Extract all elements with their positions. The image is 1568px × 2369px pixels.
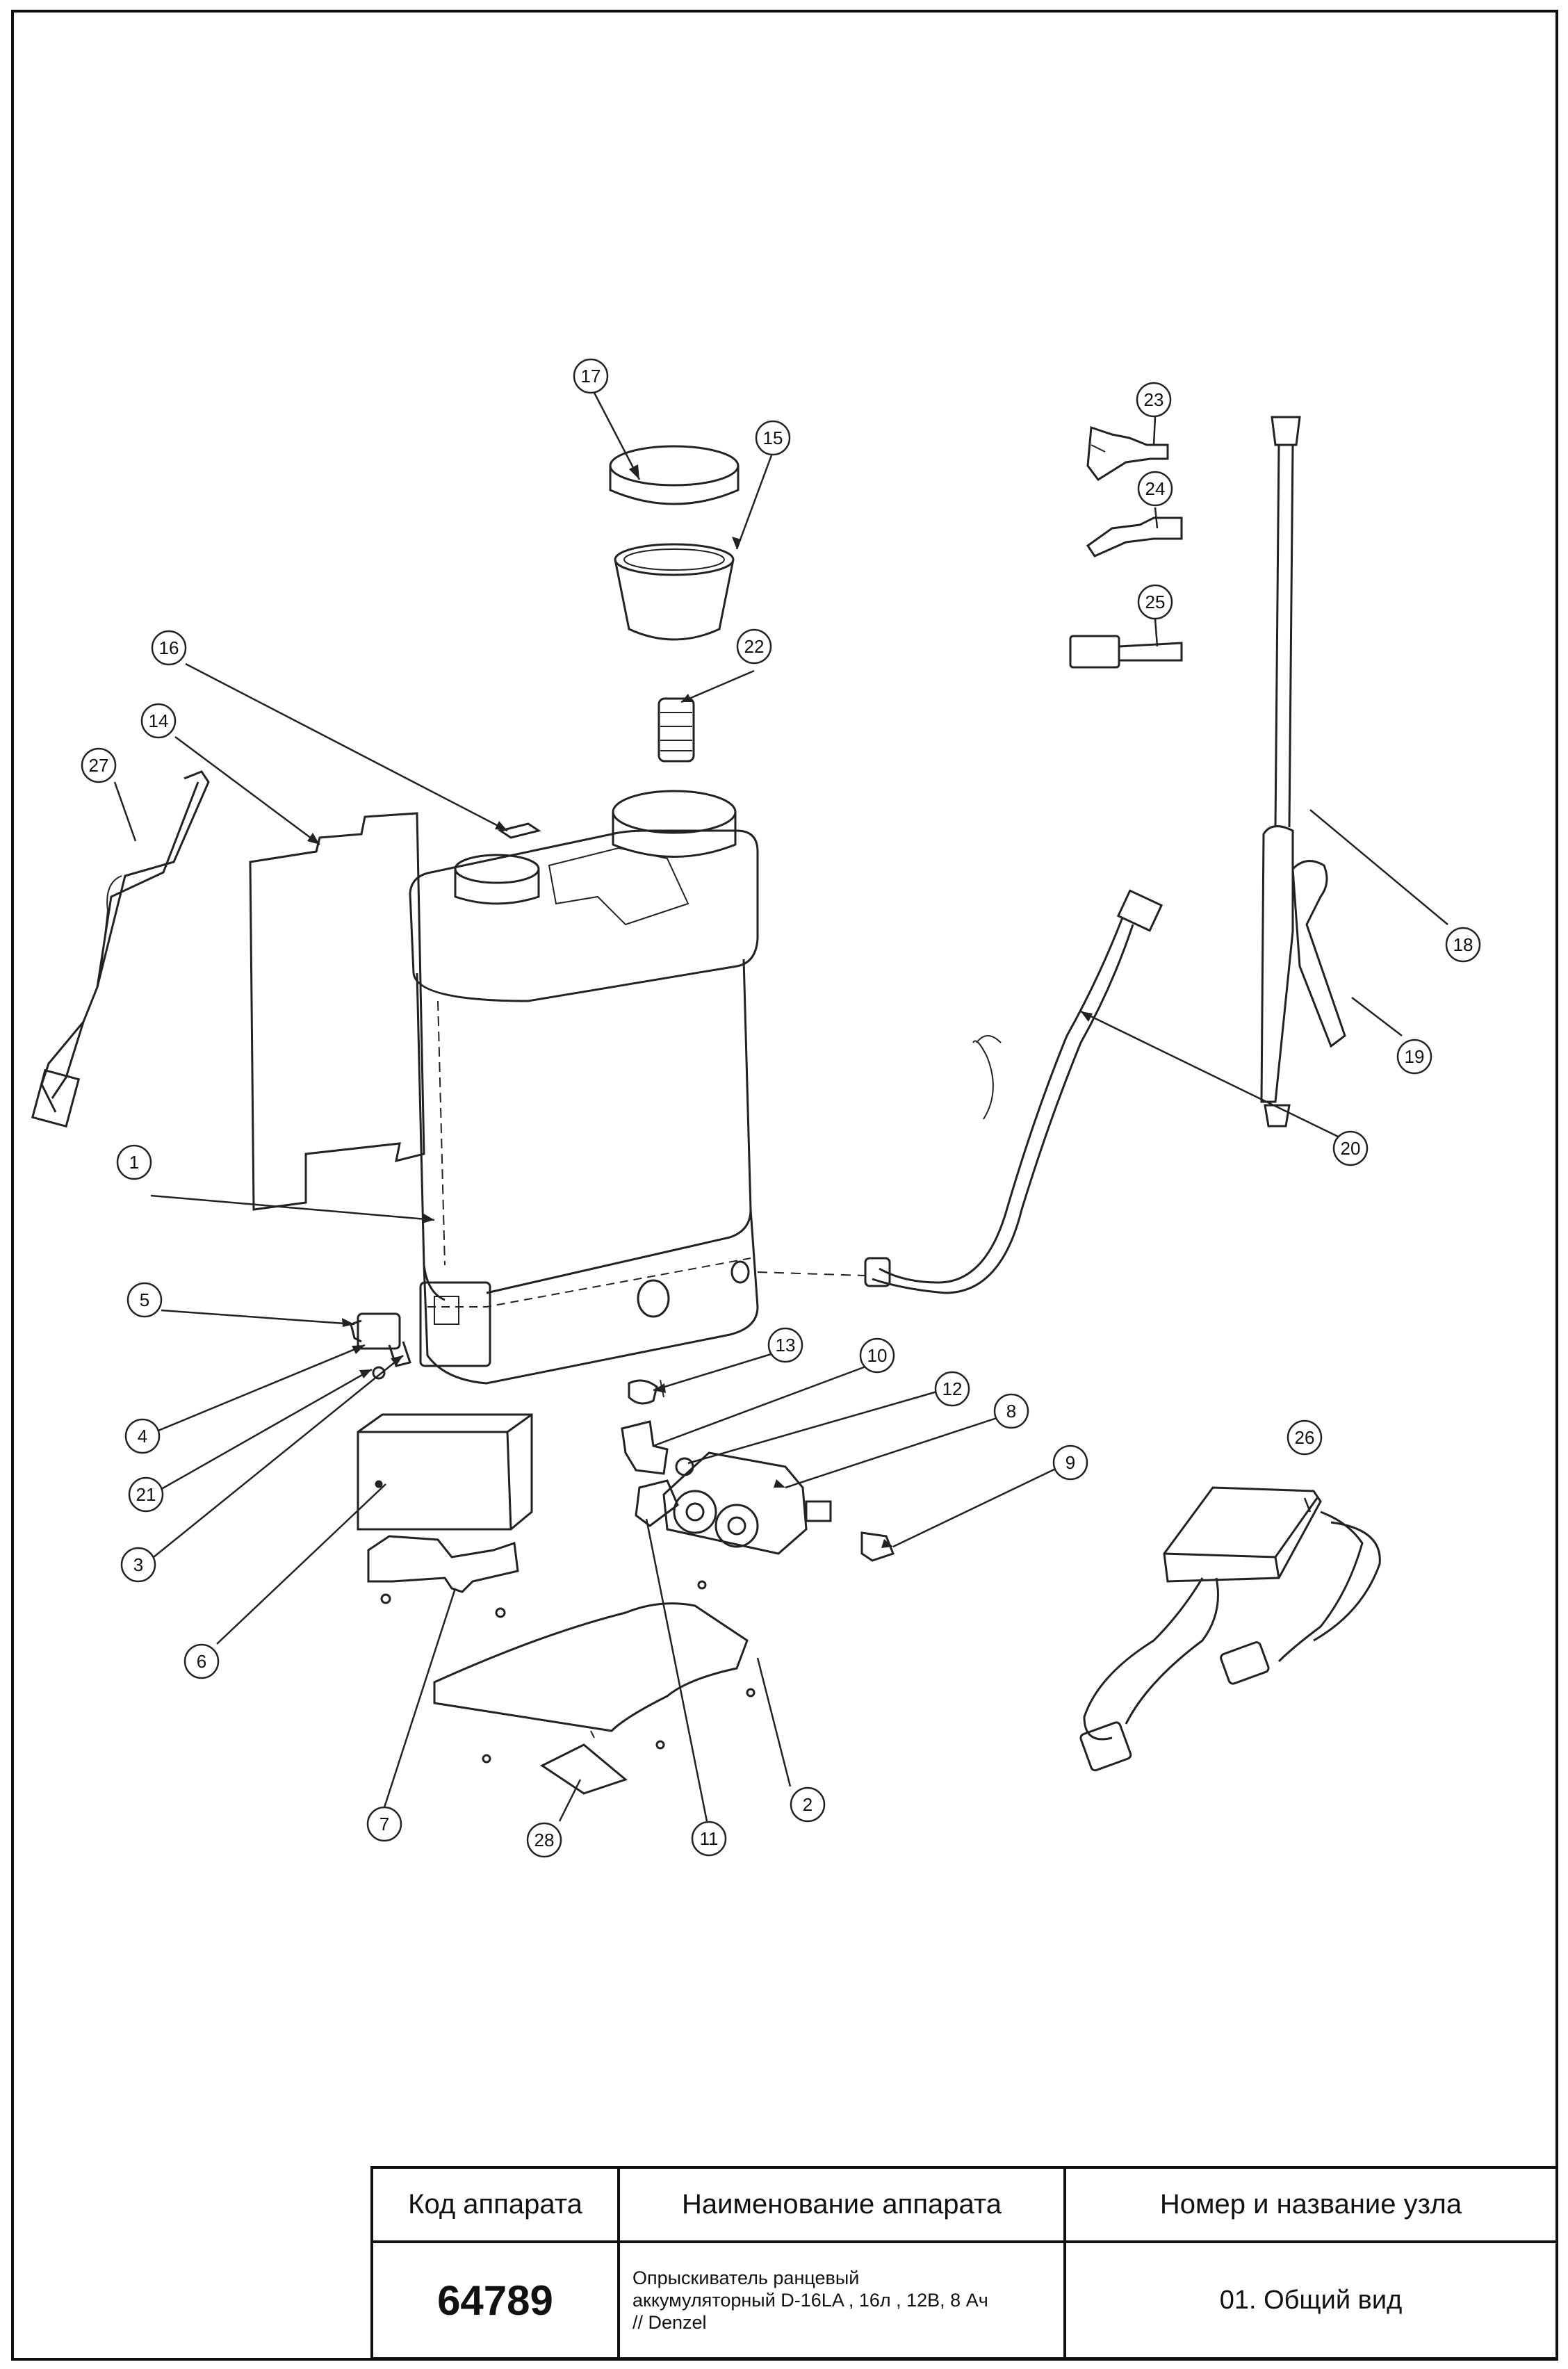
svg-text:16: 16	[159, 637, 179, 658]
svg-text:22: 22	[744, 636, 765, 657]
callout-12: 12	[936, 1372, 969, 1406]
svg-text:15: 15	[763, 428, 783, 448]
apparatus-code: 64789	[372, 2242, 619, 2359]
callout-18: 18	[1446, 928, 1480, 961]
part-18-lance	[1261, 417, 1300, 1126]
part-26-charger	[1079, 1488, 1380, 1771]
svg-text:7: 7	[379, 1814, 389, 1834]
part-17-lid	[610, 446, 738, 504]
callout-28: 28	[528, 1823, 561, 1857]
part-25-straight-nozzle	[1070, 636, 1182, 667]
part-8-pump	[664, 1453, 831, 1554]
svg-text:1: 1	[129, 1152, 139, 1173]
callout-8: 8	[995, 1394, 1028, 1428]
svg-text:3: 3	[133, 1554, 143, 1575]
callout-15: 15	[756, 421, 790, 455]
svg-text:18: 18	[1453, 934, 1473, 955]
part-7-bracket	[368, 1536, 518, 1617]
arrowheads	[307, 464, 1093, 1548]
callout-5: 5	[128, 1283, 161, 1317]
callout-13: 13	[769, 1328, 802, 1362]
callout-17: 17	[574, 359, 607, 393]
svg-text:19: 19	[1405, 1046, 1425, 1067]
callout-2: 2	[791, 1788, 824, 1821]
header-node: Номер и название узла	[1065, 2167, 1557, 2242]
part-19-trigger	[1293, 861, 1345, 1046]
callout-1: 1	[117, 1146, 151, 1179]
part-24-curved-nozzle	[1088, 518, 1182, 556]
callout-6: 6	[185, 1645, 218, 1678]
svg-text:21: 21	[136, 1484, 156, 1505]
callout-9: 9	[1054, 1446, 1087, 1479]
callout-23: 23	[1137, 383, 1170, 416]
part-2-base-plate	[434, 1581, 754, 1762]
leader-lines	[115, 393, 1448, 1825]
part-20-hose	[758, 890, 1161, 1293]
svg-text:25: 25	[1145, 592, 1166, 612]
svg-text:24: 24	[1145, 478, 1166, 499]
svg-text:27: 27	[89, 755, 109, 776]
callout-21: 21	[129, 1478, 163, 1511]
part-6-battery	[358, 1415, 532, 1529]
part-15-strainer	[615, 544, 733, 640]
header-name: Наименование аппарата	[619, 2167, 1065, 2242]
svg-text:9: 9	[1065, 1452, 1075, 1473]
drawing-frame	[13, 11, 1557, 2359]
callout-24: 24	[1138, 472, 1172, 505]
svg-text:2: 2	[803, 1794, 812, 1815]
part-1-tank	[410, 791, 758, 1397]
svg-text:5: 5	[140, 1289, 149, 1310]
callout-11: 11	[692, 1822, 726, 1855]
callout-14: 14	[142, 704, 175, 738]
callout-22: 22	[737, 630, 771, 663]
callout-26: 26	[1288, 1421, 1321, 1454]
part-28-label	[542, 1745, 626, 1793]
svg-text:13: 13	[776, 1335, 796, 1356]
apparatus-name-lines: Опрыскиватель ранцевый аккумуляторный D-…	[632, 2267, 988, 2334]
svg-text:4: 4	[138, 1426, 147, 1447]
svg-text:17: 17	[581, 366, 601, 386]
node-name: 01. Общий вид	[1065, 2242, 1557, 2359]
svg-text:23: 23	[1144, 389, 1164, 410]
svg-text:14: 14	[149, 710, 169, 731]
callouts: 1 2 3 4 5 6 7 8 9 10 11 12 13 14 15 16 1…	[82, 359, 1480, 1857]
svg-text:6: 6	[197, 1651, 206, 1672]
svg-text:28: 28	[534, 1830, 555, 1850]
callout-3: 3	[122, 1548, 155, 1581]
header-code: Код аппарата	[372, 2167, 619, 2242]
callout-16: 16	[152, 631, 186, 665]
svg-text:20: 20	[1341, 1138, 1361, 1159]
part-14-back-plate	[250, 813, 424, 1210]
callout-20: 20	[1334, 1132, 1367, 1165]
svg-text:26: 26	[1295, 1427, 1315, 1448]
part-22-filter	[659, 699, 694, 761]
part-13-fitting	[629, 1381, 657, 1403]
callout-19: 19	[1398, 1040, 1431, 1073]
callout-4: 4	[126, 1419, 159, 1453]
part-12-nut	[676, 1458, 693, 1475]
apparatus-name-line-2: аккумуляторный D-16LA , 16л , 12В, 8 Ач	[632, 2289, 988, 2311]
svg-text:10: 10	[867, 1345, 888, 1366]
callout-10: 10	[860, 1339, 894, 1372]
part-27-strap	[33, 772, 209, 1126]
apparatus-name-line-1: Опрыскиватель ранцевый	[632, 2267, 988, 2289]
callout-25: 25	[1138, 585, 1172, 619]
apparatus-name: Опрыскиватель ранцевый аккумуляторный D-…	[619, 2242, 1065, 2359]
apparatus-name-line-3: // Denzel	[632, 2311, 988, 2334]
callout-27: 27	[82, 749, 115, 782]
callout-7: 7	[368, 1807, 401, 1841]
svg-text:8: 8	[1006, 1401, 1016, 1422]
part-10-elbow	[622, 1422, 667, 1474]
svg-text:12: 12	[942, 1378, 963, 1399]
svg-text:11: 11	[700, 1828, 719, 1849]
title-block: Код аппарата Наименование аппарата Номер…	[372, 2167, 1557, 2359]
